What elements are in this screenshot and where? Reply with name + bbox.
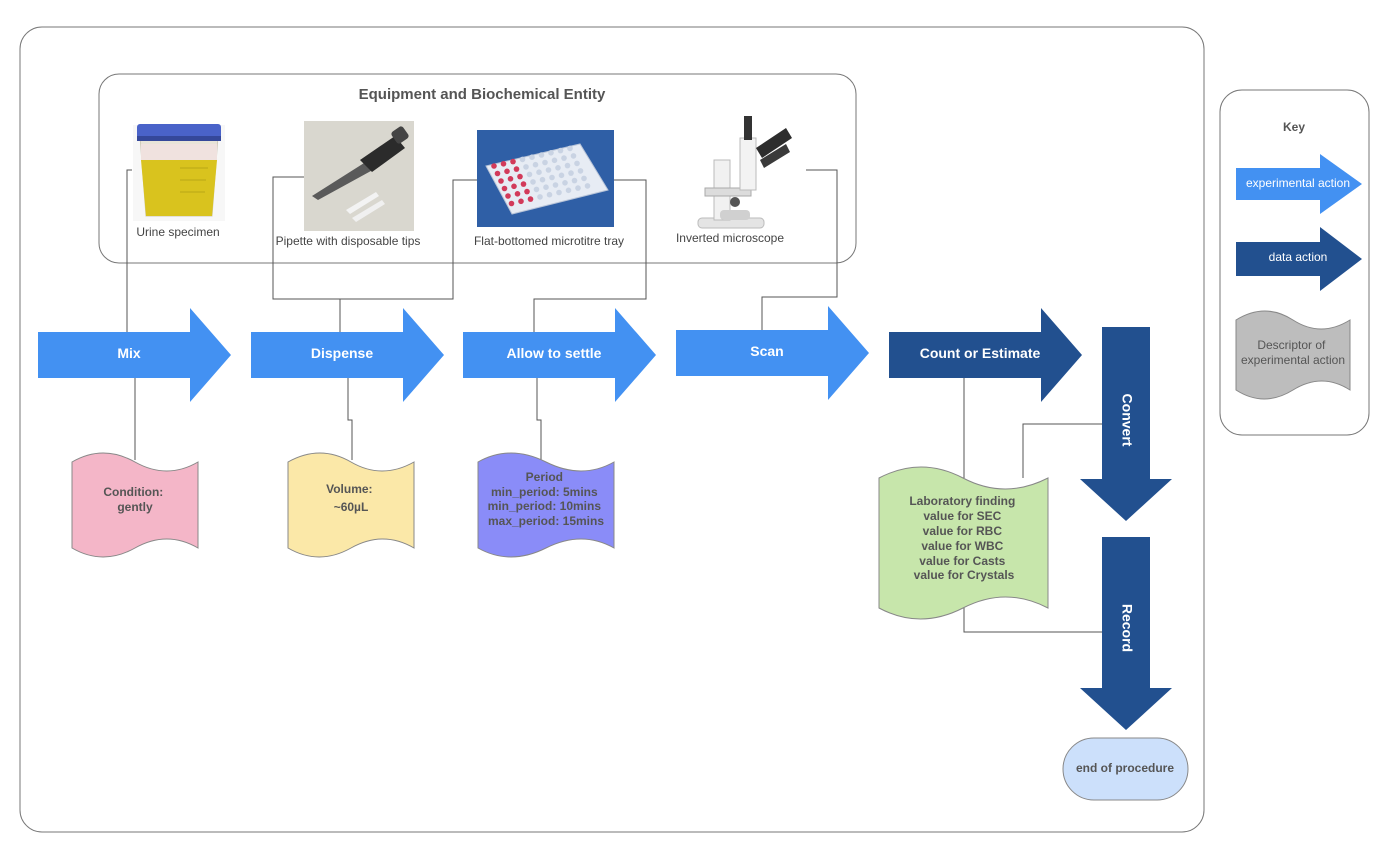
descriptor-mix-shape (71, 452, 199, 558)
key-descriptor-line-2: experimental action (1241, 353, 1345, 367)
step-scan: Scan (676, 306, 869, 400)
descriptor-settle-line-3: min_period: 10mins (488, 499, 602, 513)
equipment-label-microscope: Inverted microscope (676, 231, 784, 245)
key-title: Key (1283, 120, 1305, 134)
descriptor-laboratory-finding: Laboratory finding value for SEC value f… (878, 466, 1049, 620)
key-descriptor-line-1: Descriptor of (1257, 338, 1326, 352)
step-scan-label: Scan (750, 343, 783, 359)
descriptor-finding-line-1: Laboratory finding (909, 494, 1015, 508)
key-data-action-arrow (1236, 227, 1362, 291)
equipment-panel: Equipment and Biochemical Entity Urine s… (98, 73, 857, 264)
step-record-arrow (1080, 537, 1172, 730)
connector-finding-convert (1022, 423, 1102, 478)
descriptor-mix: Condition: gently (71, 452, 199, 558)
descriptor-dispense-shape (287, 452, 415, 558)
descriptor-settle-shape (477, 452, 615, 558)
workflow-frame (19, 26, 1205, 833)
descriptor-finding-line-6: value for Crystals (914, 568, 1015, 582)
step-convert: Convert (1080, 327, 1172, 521)
descriptor-finding-line-5: value for Casts (919, 554, 1005, 568)
key-panel: Key experimental action data action Desc… (1219, 89, 1370, 436)
end-node-shape (1062, 737, 1189, 801)
connector-finding-record (963, 604, 1102, 633)
step-mix-label: Mix (117, 345, 141, 361)
connector-settle-descriptor (536, 378, 542, 460)
step-dispense: Dispense (251, 308, 444, 402)
descriptor-finding-line-2: value for SEC (923, 509, 1001, 523)
descriptor-settle-line-2: min_period: 5mins (491, 485, 598, 499)
connector-pipette-dispense (272, 176, 341, 333)
step-record: Record (1080, 537, 1172, 730)
step-scan-arrow (676, 306, 869, 400)
descriptor-mix-line-2: gently (117, 500, 153, 514)
equipment-label-urine: Urine specimen (136, 225, 219, 239)
step-convert-arrow (1080, 327, 1172, 521)
connector-dispense-descriptor (347, 378, 353, 460)
descriptor-finding-line-4: value for WBC (921, 539, 1003, 553)
equipment-label-pipette: Pipette with disposable tips (276, 234, 421, 248)
connector-dispense-tray (340, 179, 477, 300)
step-record-label: Record (1119, 604, 1135, 652)
descriptor-dispense-line-1: Volume: (326, 482, 372, 496)
descriptor-mix-line-1: Condition: (103, 485, 163, 499)
descriptor-dispense: Volume: ~60µL (287, 452, 415, 558)
end-of-procedure-node: end of procedure (1062, 737, 1189, 801)
step-dispense-label: Dispense (311, 345, 373, 361)
step-mix: Mix (38, 308, 231, 402)
step-count-label: Count or Estimate (920, 345, 1041, 361)
urine-cup-icon (133, 124, 225, 221)
equipment-panel-frame (98, 73, 857, 264)
descriptor-allow-to-settle: Period min_period: 5mins min_period: 10m… (477, 452, 615, 558)
pipette-icon (304, 121, 414, 231)
equipment-label-tray: Flat-bottomed microtitre tray (474, 234, 624, 248)
svg-text:Volume: ~60µL: Volume: ~60µL (326, 482, 376, 514)
svg-text:Descriptor of experiment: Descriptor of experimental action (1241, 338, 1345, 367)
step-settle-label: Allow to settle (507, 345, 602, 361)
step-mix-arrow (38, 308, 231, 402)
key-panel-frame (1219, 89, 1370, 436)
svg-text:Laboratory finding value: Laboratory finding value for SEC value f… (909, 494, 1018, 582)
microscope-icon (697, 116, 792, 229)
connector-microscope-scan (761, 169, 838, 330)
step-settle-arrow (463, 308, 656, 402)
end-node-label: end of procedure (1076, 761, 1174, 775)
key-descriptor-shape (1235, 310, 1351, 400)
equipment-panel-title: Equipment and Biochemical Entity (359, 86, 606, 103)
descriptor-finding-shape (878, 466, 1049, 620)
connector-urine-mix (126, 169, 132, 333)
step-allow-to-settle: Allow to settle (463, 308, 656, 402)
descriptor-settle-line-4: max_period: 15mins (488, 514, 604, 528)
connectors (126, 169, 1102, 633)
svg-text:Period min_period: 5mins: Period min_period: 5mins min_period: 10m… (488, 470, 605, 528)
connector-tray-settle (533, 179, 647, 333)
microtitre-tray-icon (477, 130, 614, 227)
key-experimental-action-label: experimental action (1246, 176, 1350, 190)
descriptor-finding-line-3: value for RBC (923, 524, 1003, 538)
svg-text:Condition: gently: Condition: gently (103, 485, 166, 514)
step-convert-label: Convert (1119, 394, 1135, 447)
step-count-or-estimate: Count or Estimate (889, 308, 1082, 402)
step-dispense-arrow (251, 308, 444, 402)
descriptor-dispense-line-2: ~60µL (334, 500, 369, 514)
step-count-arrow (889, 308, 1082, 402)
descriptor-settle-line-1: Period (526, 470, 563, 484)
key-data-action-label: data action (1269, 250, 1328, 264)
key-experimental-action-arrow (1236, 154, 1362, 214)
